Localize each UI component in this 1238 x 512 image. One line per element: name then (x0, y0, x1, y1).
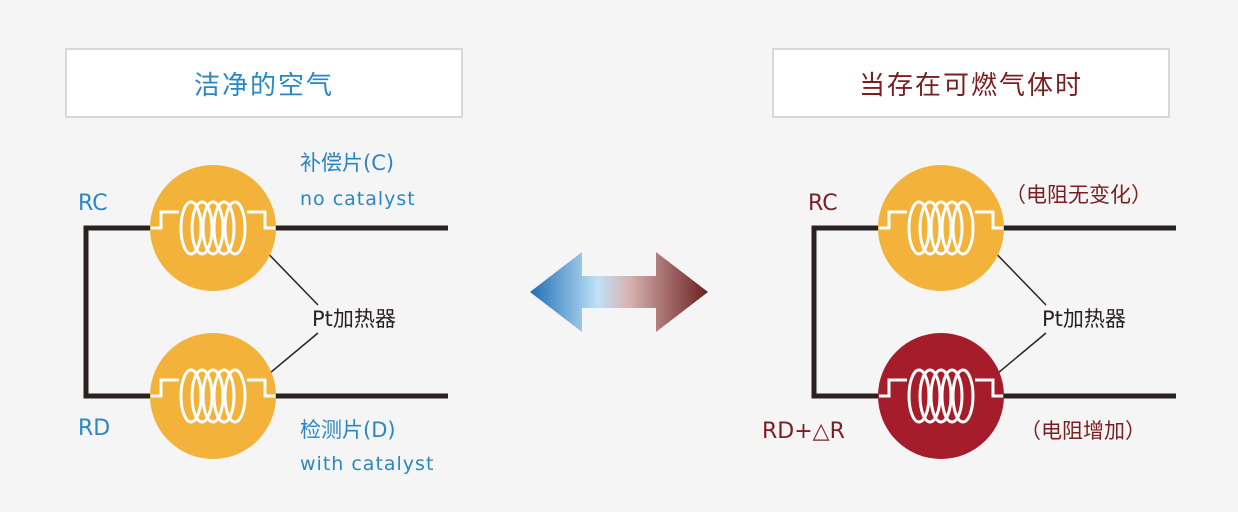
no-change-label: （电阻无变化） (1005, 183, 1152, 207)
resistance-increase-label: （电阻增加） (1020, 419, 1146, 443)
combustible-gas-title: 当存在可燃气体时 (772, 48, 1170, 118)
compensator-element-right (877, 165, 1005, 291)
compensator-label-cn: 补偿片(C) (300, 151, 395, 175)
pt-heater-label-right: Pt加热器 (1042, 307, 1126, 331)
rc-label: RC (78, 191, 108, 216)
rc-label-right: RC (808, 191, 838, 216)
detector-label-cn: 检测片(D) (300, 418, 396, 442)
compensator-element (149, 165, 277, 291)
left-circuit-wires (83, 225, 448, 399)
detector-element-heated (877, 333, 1005, 459)
pt-heater-label: Pt加热器 (312, 307, 396, 331)
double-arrow-icon (530, 252, 708, 332)
detector-element (149, 333, 277, 459)
detector-label-en: with catalyst (300, 453, 435, 475)
rd-delta-r-label: RD+△R (762, 419, 845, 444)
compensator-label-en: no catalyst (300, 188, 416, 210)
clean-air-title: 洁净的空气 (65, 48, 463, 118)
rd-label: RD (78, 416, 111, 441)
